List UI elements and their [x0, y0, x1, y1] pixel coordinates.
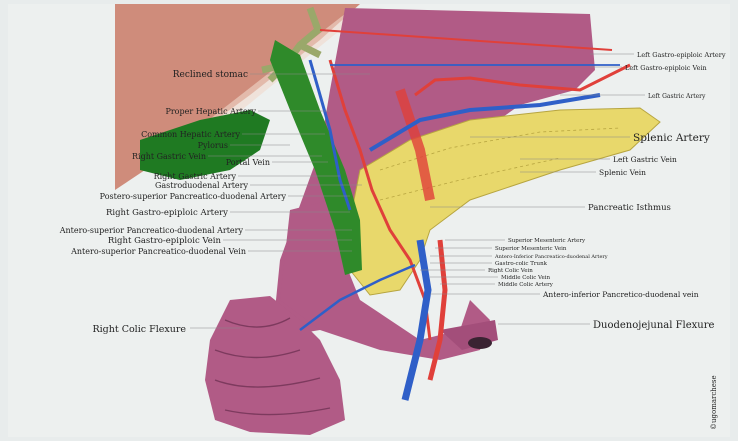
- label-portal-vein: Portal Vein: [226, 158, 270, 167]
- label-left-gastric-vein: Left Gastric Vein: [613, 155, 677, 164]
- label-gastro-colic-trunk: Gastro-colic Trunk: [495, 261, 548, 267]
- label-gastroduodenal-artery: Gastroduodenal Artery: [155, 181, 248, 190]
- jejunum-lumen: [468, 337, 492, 349]
- label-right-gastric-artery: Right Gastric Artery: [154, 172, 237, 181]
- label-antero-superior-pd-artery: Antero-superior Pancreatico-duodenal Art…: [59, 226, 244, 235]
- label-left-gastro-epiploic-artery: Left Gastro-epiploic Artery: [637, 51, 726, 59]
- label-reclined-stomac: Reclined stomac: [173, 70, 248, 80]
- signature: ©ugomarchese: [710, 375, 718, 430]
- label-right-colic-vein: Right Colic Vein: [488, 268, 533, 274]
- label-superior-mesenteric-artery: Superior Mesenteric Artery: [508, 238, 586, 244]
- label-antero-superior-pd-vein: Antero-superior Pancreatico-duodenal Vei…: [70, 247, 246, 256]
- right-leaders: [420, 53, 645, 325]
- label-proper-hepatic-artery: Proper Hepatic Artery: [165, 107, 256, 116]
- label-right-gastro-epiploic-vein: Right Gastro-epiploic Vein: [108, 236, 222, 246]
- label-right-gastro-epiploic-artery: Right Gastro-epiploic Artery: [106, 208, 228, 218]
- label-postero-superior-pd-artery: Postero-superior Pancreatico-duodenal Ar…: [100, 192, 287, 201]
- pancreatic-duct: [379, 127, 621, 201]
- left-leaders: [190, 73, 370, 329]
- label-left-gastric-artery: Left Gastric Artery: [648, 93, 706, 100]
- label-pancreatic-isthmus: Pancreatic Isthmus: [588, 203, 671, 213]
- label-left-gastro-epiploic-vein: Left Gastro-epiploic Vein: [625, 64, 707, 72]
- gastroduodenal-artery: [328, 59, 432, 341]
- colon-haustra: [214, 317, 331, 416]
- label-right-gastric-vein: Right Gastric Vein: [132, 152, 206, 161]
- label-pylorus: Pylorus: [198, 141, 228, 150]
- gastro-colic-trunk: [299, 263, 416, 331]
- label-middle-colic-vein: Middle Colic Vein: [501, 275, 551, 281]
- colon: [205, 296, 345, 435]
- label-antero-inferior-pd-vein: Antero-inferior Pancretico-duodenal vein: [542, 290, 699, 299]
- label-middle-colic-artery: Middle Colic Artery: [498, 282, 554, 288]
- portal-vein: [308, 59, 352, 211]
- superior-mesenteric-artery: [427, 239, 448, 381]
- label-superior-mesenteric-vein: Superior Mesenteric Vein: [495, 246, 567, 252]
- splenic-artery: [414, 63, 631, 97]
- common-bile-duct: [270, 40, 362, 275]
- label-common-hepatic-artery: Common Hepatic Artery: [141, 130, 240, 139]
- gastro-epiploic-artery: [319, 29, 613, 51]
- label-right-colic-flexure: Right Colic Flexure: [92, 324, 186, 335]
- label-antero-inferior-pd-artery: Antero-Inferior Pancreatico-duodenal Art…: [494, 254, 608, 260]
- left-gastric-artery: [395, 88, 435, 201]
- label-splenic-artery: Splenic Artery: [633, 132, 710, 144]
- label-splenic-vein: Splenic Vein: [599, 168, 646, 177]
- gallbladder: [140, 110, 270, 180]
- splenic-vein: [368, 93, 601, 152]
- label-duodenojejunal-flexure: Duodenojejunal Flexure: [593, 320, 715, 331]
- superior-mesenteric-vein: [401, 239, 432, 401]
